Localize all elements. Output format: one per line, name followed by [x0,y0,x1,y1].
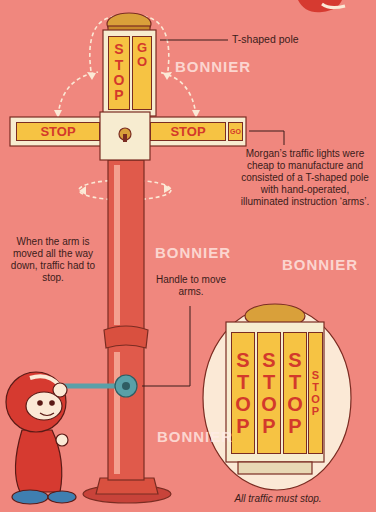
arm-frames [123,134,127,142]
watermark: BONNIER [150,428,240,446]
arm-end-panel: GO [228,122,243,141]
arrow-heads [164,184,171,193]
pole [108,160,144,480]
pole [104,326,148,348]
sign-text: GO [136,41,149,70]
leader-lines [160,40,228,41]
mascot-figure [6,372,76,504]
handle [122,382,130,390]
sign-text: STOP [310,369,321,417]
mascot-figure [56,434,68,446]
top-stop-panel: STOP [108,36,130,110]
top-box [103,13,156,116]
sign-text: STOP [259,349,279,437]
watermark: BONNIER [168,58,258,76]
right-arm-panel: STOP [150,122,226,141]
inset-side-panel: STOP [308,332,323,454]
sign-text: GO [230,128,241,135]
leader-lines [142,306,190,386]
note-text: When the arm is moved all the way down, … [3,236,103,284]
sign-text: STOP [40,124,75,139]
top-go-panel: GO [132,36,152,110]
arm-frames [144,117,246,146]
corner-figure [322,4,345,8]
handle [58,375,137,397]
top-box [103,30,156,116]
mascot-figure [15,430,61,492]
callout-label: T-shaped pole [232,33,362,46]
arm-frames [10,112,246,160]
mascot-figure [38,401,42,405]
pole [114,165,120,325]
caption-text: All traffic must stop. [212,493,344,505]
note-text: Morgan’s traffic lights were cheap to ma… [238,148,372,208]
watermark: BONNIER [270,256,370,274]
mascot-figure [53,383,67,397]
sign-text: STOP [112,42,126,104]
mascot-figure [40,413,54,416]
arrow-heads [79,186,86,195]
sign-text: STOP [170,124,205,139]
inset-box [226,304,324,474]
mascot-figure [12,490,48,504]
pole [114,352,120,474]
inset-stop-panel: STOP [257,332,281,454]
sign-text: STOP [233,349,253,437]
mascot-figure [50,401,54,405]
inset-oval [203,306,351,490]
leader-lines [249,131,284,145]
arm-frames [100,112,150,160]
mascot-figure [6,372,66,432]
left-arm-panel: STOP [16,122,100,141]
pole [83,160,171,503]
inset-oval [203,306,351,490]
rotation-arrows [58,72,98,116]
corner-figure [298,0,345,12]
handle [115,375,137,397]
sign-text: STOP [285,349,305,437]
arm-frames [10,117,106,146]
mascot-figure [48,491,76,503]
inset-box [238,462,312,474]
callout-label: Handle to move arms. [150,274,232,298]
arrow-heads [87,72,96,80]
inset-stop-panel: STOP [283,332,307,454]
arrow-heads [163,72,172,80]
rotation-arrows [158,72,196,116]
inset-stop-panel: STOP [231,332,255,454]
inset-box [226,322,324,462]
watermark: BONNIER [148,244,238,262]
